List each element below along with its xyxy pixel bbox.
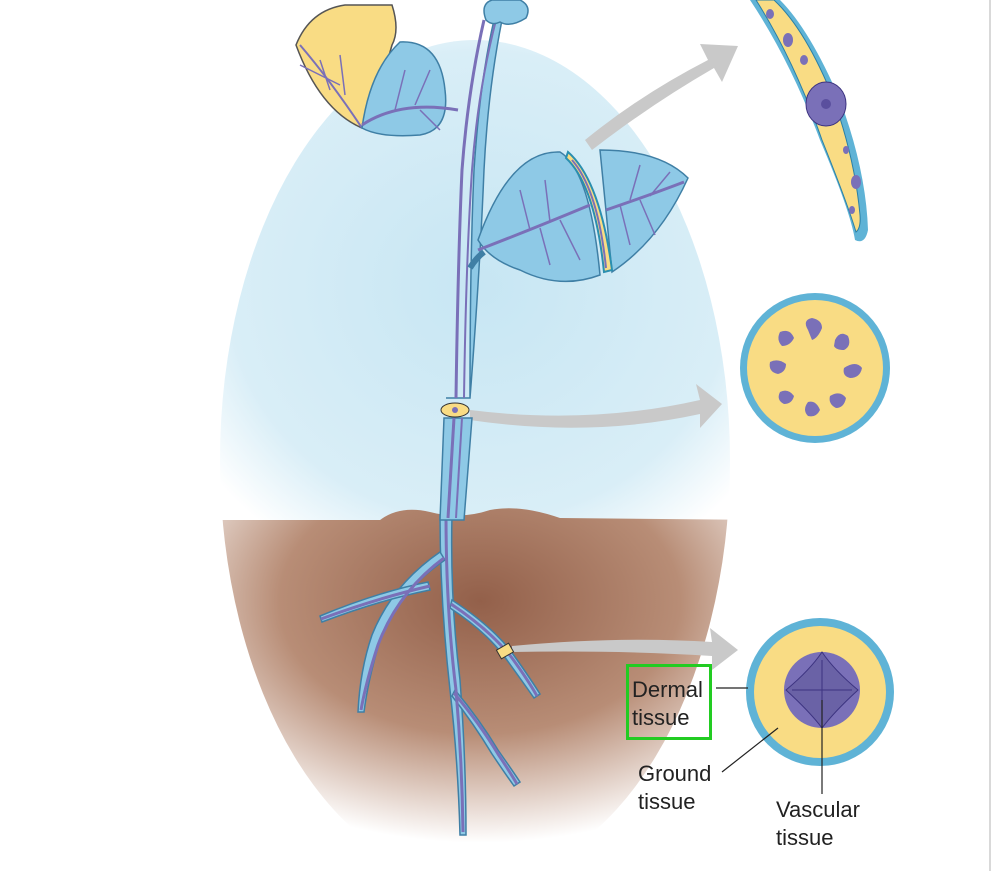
root-vascular — [320, 514, 539, 833]
page-edge-rule — [989, 0, 991, 871]
ground-label-line2: tissue — [638, 789, 696, 814]
leaf-arrow — [585, 44, 738, 150]
leaf-cross-section — [750, 0, 868, 242]
vascular-tissue-label: Vascular tissue — [776, 796, 860, 852]
dermal-tissue-label: Dermal tissue — [632, 676, 703, 732]
root-cut-section — [495, 642, 515, 660]
vascular-label-line2: tissue — [776, 825, 834, 850]
dermal-label-line1: Dermal — [632, 677, 703, 702]
root-branch-right — [449, 598, 542, 700]
leader-lines — [716, 687, 823, 794]
soil-region — [220, 508, 730, 871]
stem-cross-section — [740, 293, 890, 443]
vascular-label-line1: Vascular — [776, 797, 860, 822]
stem — [439, 0, 529, 521]
root-arrow — [512, 628, 738, 670]
terminal-bud — [483, 0, 529, 25]
right-leaf — [467, 149, 689, 283]
dermal-label-line2: tissue — [632, 705, 690, 730]
ground-tissue-label: Ground tissue — [638, 760, 711, 816]
leaf-upper-left — [361, 41, 447, 137]
root-cross-section — [746, 618, 894, 766]
dermal-tissue-highlight-box — [626, 664, 712, 740]
ground-leader — [721, 727, 779, 773]
vascular-bundles — [769, 318, 862, 417]
arrows — [470, 44, 738, 670]
upper-leaves — [295, 4, 459, 137]
stem-arrow — [470, 384, 722, 428]
ground-label-line1: Ground — [638, 761, 712, 786]
leaf-cut-section — [564, 150, 614, 274]
